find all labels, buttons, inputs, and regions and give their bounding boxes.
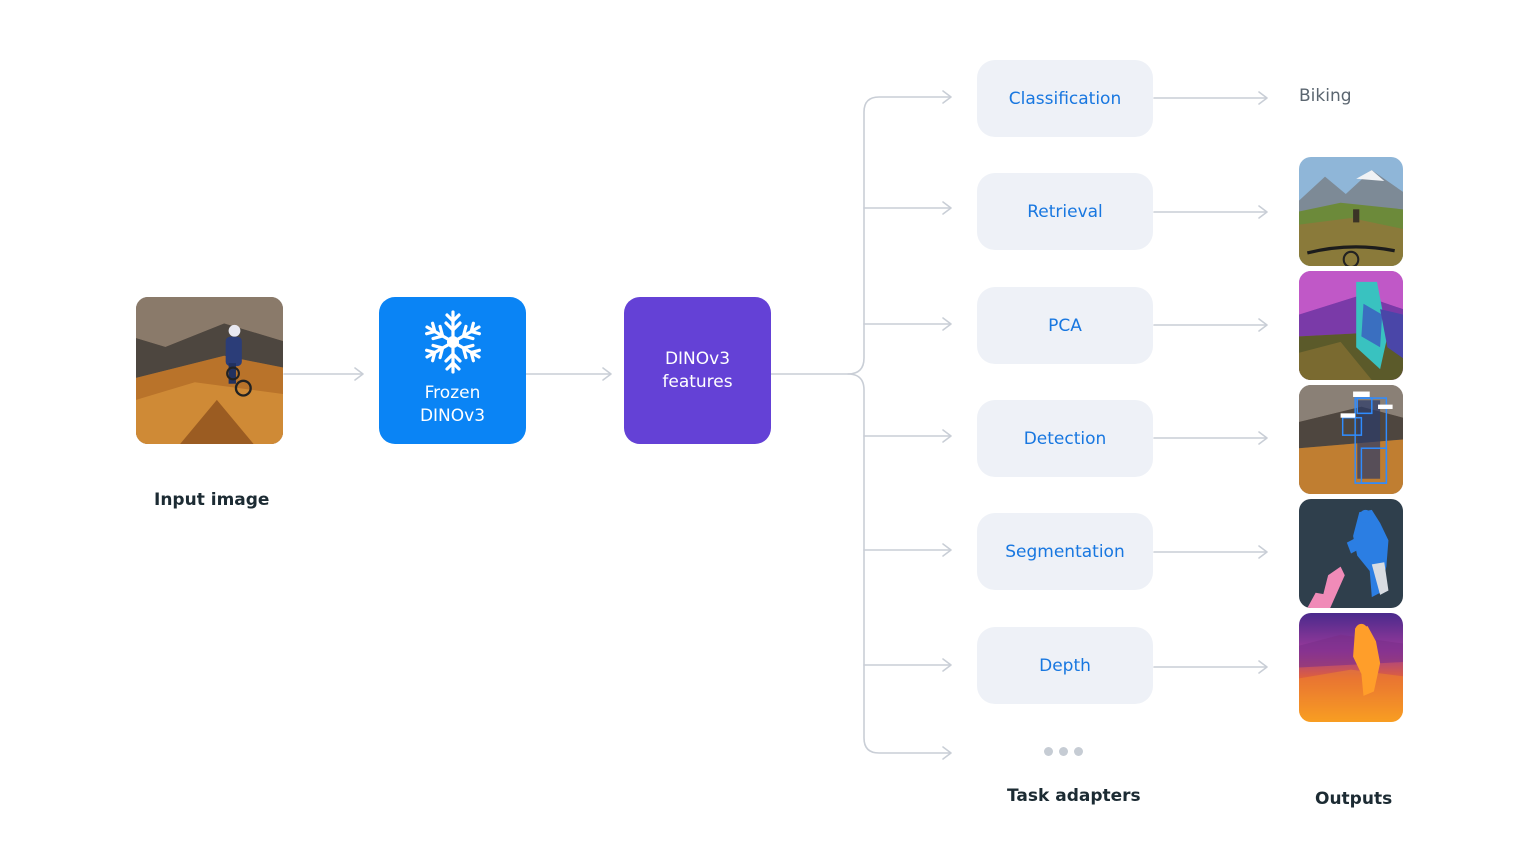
features-block: DINOv3 features — [624, 297, 771, 444]
input-image — [136, 297, 283, 444]
depth-output-image — [1299, 613, 1403, 722]
detection-output-image — [1299, 385, 1403, 494]
pca-output-image — [1299, 271, 1403, 380]
adapter-classification: Classification — [977, 60, 1153, 137]
adapter-segmentation: Segmentation — [977, 513, 1153, 590]
frozen-encoder-block: Frozen DINOv3 — [379, 297, 526, 444]
features-label-line2: features — [662, 371, 733, 392]
segmentation-output-image — [1299, 499, 1403, 608]
ellipsis-icon — [1044, 747, 1083, 756]
input-image-caption: Input image — [154, 490, 270, 510]
encoder-label-line2: DINOv3 — [419, 405, 486, 426]
task-adapters-caption: Task adapters — [1007, 786, 1141, 806]
adapter-pca: PCA — [977, 287, 1153, 364]
snowflake-icon — [421, 309, 484, 374]
classification-output: Biking — [1299, 86, 1352, 106]
adapter-detection: Detection — [977, 400, 1153, 477]
features-label-line1: DINOv3 — [664, 348, 731, 369]
outputs-caption: Outputs — [1315, 789, 1393, 809]
retrieval-output-image — [1299, 157, 1403, 266]
adapter-retrieval: Retrieval — [977, 173, 1153, 250]
encoder-label-line1: Frozen — [424, 382, 481, 403]
adapter-depth: Depth — [977, 627, 1153, 704]
